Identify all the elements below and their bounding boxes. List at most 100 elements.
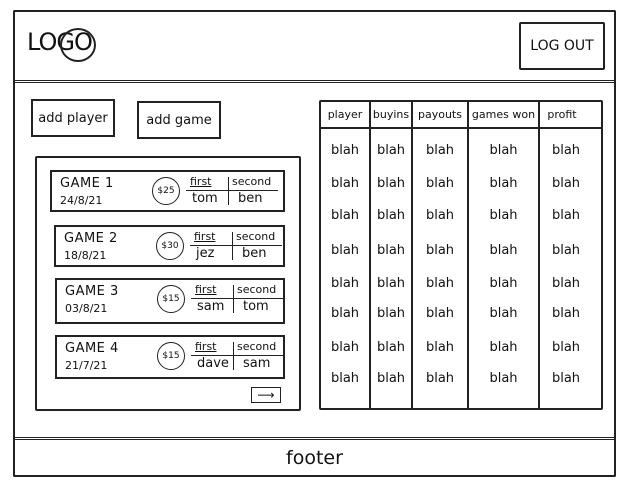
table-cell: blah [489,371,518,386]
table-cell: blah [330,340,360,355]
table-cell: blah [376,243,406,258]
divider [191,355,283,356]
table-cell: blah [376,276,406,291]
table-cell: blah [489,243,518,258]
table-cell: blah [425,306,455,321]
next-page-button[interactable]: ⟶ [251,387,281,403]
game-name: GAME 1 [60,176,114,191]
second-place: ben [238,191,263,206]
table-cell: blah [376,176,406,191]
buyin-coin-icon: $15 [157,285,185,313]
table-cell: blah [330,143,360,158]
placings-table: first second jez ben [190,230,282,262]
add-game-button[interactable]: add game [137,101,221,139]
table-cell: blah [425,276,455,291]
column-divider [538,100,540,410]
table-cell: blah [551,306,581,321]
table-cell: blah [425,208,455,223]
games-panel [35,156,301,411]
table-cell: blah [376,371,406,386]
column-header-player: player [327,108,363,121]
game-name: GAME 3 [65,284,119,299]
table-cell: blah [489,176,518,191]
game-name: GAME 4 [65,341,119,356]
game-card[interactable]: GAME 1 24/8/21 $25 first second tom ben [50,170,285,212]
divider [233,285,234,313]
buyin-coin-icon: $15 [157,342,185,370]
column-divider [411,100,413,410]
table-cell: blah [330,276,360,291]
table-cell: blah [330,243,360,258]
table-cell: blah [425,243,455,258]
table-cell: blah [489,208,518,223]
buyin-coin-icon: $30 [156,232,184,260]
divider [228,177,229,205]
table-cell: blah [551,371,581,386]
divider [233,342,234,370]
table-cell: blah [376,306,406,321]
first-place: jez [196,246,215,261]
second-place: sam [243,356,271,371]
placings-table: first second sam tom [191,283,283,315]
first-header: first [195,283,217,296]
table-cell: blah [330,371,360,386]
add-player-button[interactable]: add player [31,99,115,137]
second-header: second [232,175,272,188]
logout-button[interactable]: LOG OUT [519,22,605,70]
column-header-profit: profit [547,108,577,121]
game-card[interactable]: GAME 4 21/7/21 $15 first second dave sam [55,335,285,379]
table-cell: blah [425,371,455,386]
table-cell: blah [551,243,581,258]
first-header: first [190,175,212,188]
table-cell: blah [551,340,581,355]
table-cell: blah [425,176,455,191]
game-name: GAME 2 [64,231,118,246]
table-cell: blah [425,143,455,158]
table-cell: blah [330,208,360,223]
first-place: dave [197,356,229,371]
table-cell: blah [489,340,518,355]
placings-table: first second dave sam [191,340,283,372]
first-header: first [195,340,217,353]
game-date: 21/7/21 [65,359,108,372]
column-header-buyins: buyins [372,108,410,121]
table-cell: blah [330,176,360,191]
table-cell: blah [425,340,455,355]
game-card[interactable]: GAME 3 03/8/21 $15 first second sam tom [55,278,285,324]
game-date: 03/8/21 [65,302,108,315]
column-divider [369,100,371,410]
table-cell: blah [551,176,581,191]
column-divider [467,100,469,410]
divider [190,245,282,246]
first-header: first [194,230,216,243]
game-card[interactable]: GAME 2 18/8/21 $30 first second jez ben [54,225,285,267]
divider [232,232,233,260]
buyin-coin-icon: $25 [152,177,180,205]
table-cell: blah [376,143,406,158]
table-cell: blah [376,340,406,355]
divider [186,190,278,191]
second-place: tom [243,299,269,314]
table-cell: blah [330,306,360,321]
arrow-right-icon: ⟶ [257,388,275,402]
logo-circle [60,28,96,62]
footer: footer [13,437,616,477]
game-date: 18/8/21 [64,249,107,262]
column-header-games-won: games won [471,108,536,121]
table-cell: blah [489,306,518,321]
stats-table [319,100,603,410]
divider [191,298,283,299]
table-cell: blah [551,276,581,291]
second-header: second [236,230,276,243]
second-place: ben [242,246,267,261]
footer-label: footer [286,446,343,469]
table-cell: blah [489,143,518,158]
table-cell: blah [376,208,406,223]
table-cell: blah [551,208,581,223]
header-divider [319,127,603,129]
first-place: sam [197,299,225,314]
header [13,10,616,83]
first-place: tom [192,191,218,206]
second-header: second [237,283,277,296]
table-cell: blah [551,143,581,158]
